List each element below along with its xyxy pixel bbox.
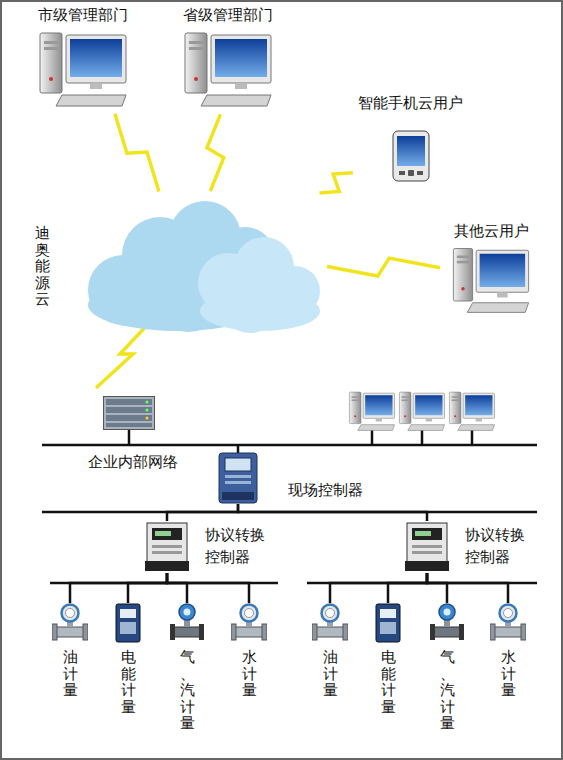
fieldctrl-shape <box>219 453 257 503</box>
wireless-link <box>115 114 159 192</box>
node-label: 水计量 <box>242 649 257 699</box>
bus-drop <box>237 445 240 453</box>
node-label: 其他云用户 <box>454 222 529 242</box>
bus-wire <box>427 573 447 603</box>
wireless-link <box>207 114 224 191</box>
meter-device: 电能计量 <box>110 603 146 715</box>
pc-icon <box>446 245 536 315</box>
emeter-icon <box>370 603 406 643</box>
node-label: 水计量 <box>501 649 516 699</box>
protoctrl-icon <box>403 521 451 573</box>
pc-icon <box>38 29 128 109</box>
wireless-bolt <box>96 322 150 388</box>
protoctrl-shape <box>145 523 189 571</box>
emeter-icon <box>110 603 146 643</box>
node-label: 油计量 <box>63 649 78 699</box>
node-label: 迪奥能源云 <box>35 225 50 365</box>
node-label: 省级管理部门 <box>183 6 273 26</box>
node-label: 现场控制器 <box>288 481 363 501</box>
meter-device: 水计量 <box>231 603 267 699</box>
pc-shape <box>185 33 271 106</box>
bus-wire <box>388 573 427 603</box>
protoctrl-icon <box>143 521 191 573</box>
flow-shape <box>52 605 88 641</box>
bus-drop <box>421 430 424 445</box>
protoctrl-shape <box>405 523 449 571</box>
flow-icon <box>231 603 267 643</box>
bus-wire <box>427 573 508 603</box>
meter-device: 电能计量 <box>370 603 406 715</box>
bus-drop <box>128 430 131 445</box>
bus-drop <box>371 430 374 445</box>
bus-wire <box>167 573 249 603</box>
bus-wire <box>128 573 167 603</box>
meter-device: 油计量 <box>52 603 88 699</box>
protocol-controller: 协议转换 控制器 <box>403 521 530 573</box>
bus-wire <box>70 573 167 603</box>
bus-wire <box>167 504 238 521</box>
emeter-shape <box>376 604 400 642</box>
cloud-shape <box>88 201 320 333</box>
gasm-icon <box>429 603 465 643</box>
bus-lines <box>42 430 537 583</box>
protocol-controller: 协议转换 控制器 <box>143 521 270 573</box>
field-controller: 现场控制器 <box>218 452 363 504</box>
server-icon <box>104 397 155 430</box>
flow-shape <box>490 605 526 641</box>
cloud-user-computer: 其他云用户 <box>446 222 536 315</box>
bus-drop <box>471 430 474 445</box>
management-computer: 市级管理部门 <box>38 6 128 109</box>
node-label: 气、汽计量 <box>440 649 455 732</box>
bus-wire <box>330 573 427 603</box>
gasm-shape <box>430 604 464 640</box>
network-label: 企业内部网络 <box>86 453 180 472</box>
bus-wire <box>238 504 427 521</box>
flow-icon <box>490 603 526 643</box>
node-label: 油计量 <box>323 649 338 699</box>
energy-cloud: 迪奥能源云 <box>78 195 323 335</box>
phone-icon <box>389 130 433 182</box>
computer-icon <box>449 392 494 430</box>
node-label: 协议转换 控制器 <box>205 525 270 569</box>
wireless-link <box>319 173 352 193</box>
flow-icon <box>52 603 88 643</box>
pc-shape <box>40 33 126 106</box>
bus-wire <box>167 573 187 603</box>
node-label: 市级管理部门 <box>38 6 128 26</box>
computer-icon <box>349 392 394 430</box>
node-label: 智能手机云用户 <box>358 94 463 114</box>
fieldctrl-icon <box>218 452 258 504</box>
cloud-icon <box>78 195 323 335</box>
meter-device: 气、汽计量 <box>429 603 465 732</box>
meter-device: 水计量 <box>490 603 526 699</box>
gasm-shape <box>170 604 204 640</box>
pc-icon <box>183 29 273 109</box>
meter-device: 气、汽计量 <box>169 603 205 732</box>
flow-shape <box>231 605 267 641</box>
pc-shape <box>453 248 528 312</box>
meter-device: 油计量 <box>312 603 348 699</box>
node-label: 电能计量 <box>121 649 136 715</box>
emeter-shape <box>116 604 140 642</box>
computer-icon <box>399 392 444 430</box>
phone-user: 智能手机云用户 <box>358 94 463 182</box>
enterprise-bus <box>42 444 537 447</box>
flow-icon <box>312 603 348 643</box>
wireless-link <box>327 258 440 276</box>
node-label: 气、汽计量 <box>180 649 195 732</box>
node-label: 电能计量 <box>381 649 396 715</box>
gasm-icon <box>169 603 205 643</box>
management-computer: 省级管理部门 <box>183 6 273 109</box>
node-label: 协议转换 控制器 <box>465 525 530 569</box>
flow-shape <box>312 605 348 641</box>
phone-shape <box>393 131 429 181</box>
